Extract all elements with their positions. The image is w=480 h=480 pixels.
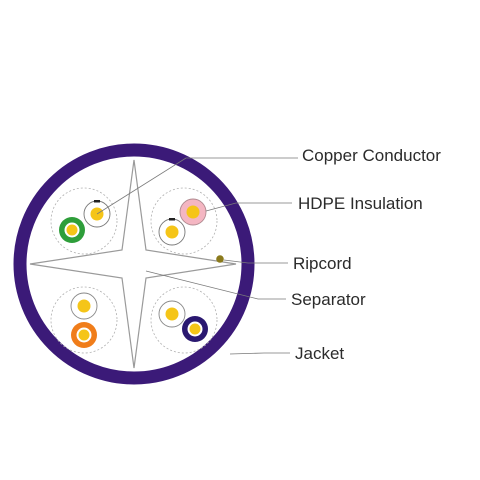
label-ripcord: Ripcord (293, 254, 352, 273)
pair-bundle-outline-orange (50, 286, 118, 354)
pair-orange (70, 292, 98, 348)
leader-line-copper-conductor (96, 157, 298, 215)
pair-pink (158, 198, 207, 246)
leader-line-hdpe-insulation (205, 202, 292, 212)
leader-line-jacket (229, 352, 290, 355)
leader-line-separator (145, 270, 286, 300)
label-jacket: Jacket (295, 344, 344, 363)
pair-blue (158, 300, 208, 342)
cross-separator (29, 159, 237, 369)
pair-bundle-outline-pink (150, 187, 218, 255)
pair-bundle-outline-blue (150, 286, 218, 354)
label-hdpe-insulation: HDPE Insulation (298, 194, 423, 213)
cable-jacket (13, 143, 255, 385)
pair-bundle-outline-green (50, 187, 118, 255)
label-copper-conductor: Copper Conductor (302, 146, 441, 165)
leader-line-ripcord (223, 259, 288, 264)
label-separator: Separator (291, 290, 366, 309)
ripcord (216, 255, 224, 263)
pair-green (59, 200, 111, 243)
